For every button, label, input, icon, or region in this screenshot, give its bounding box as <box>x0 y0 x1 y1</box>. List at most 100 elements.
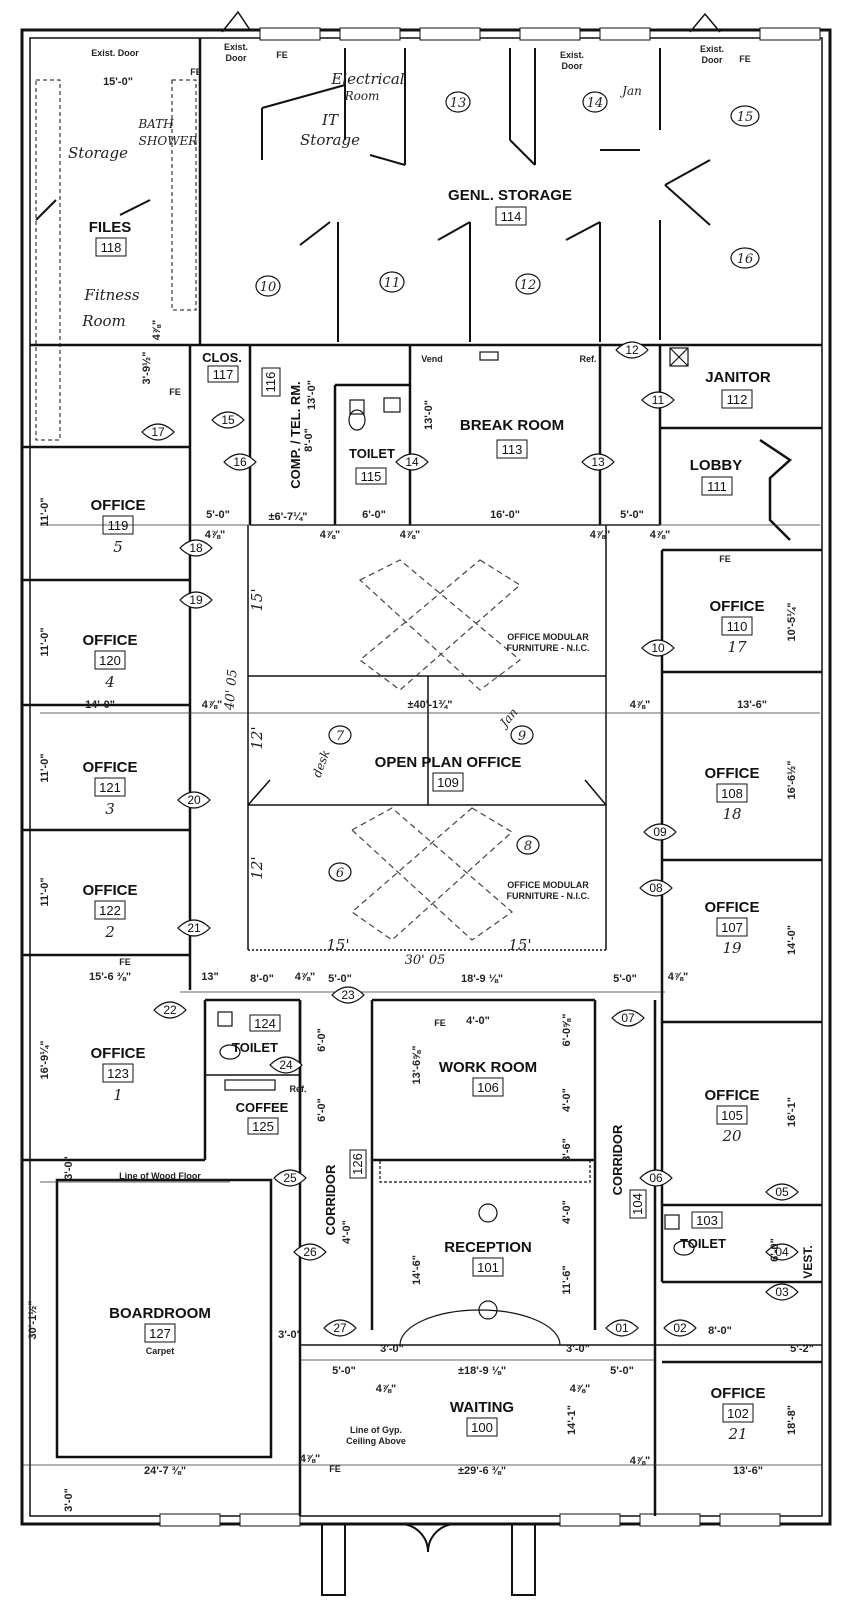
dim-label: 16'-1" <box>786 1097 798 1127</box>
dim-label: 5'-0" <box>328 973 352 985</box>
hand-fifteen: 15' <box>248 588 266 611</box>
dimension-lines <box>22 524 822 1466</box>
room-note: 3 <box>105 800 115 818</box>
room-boardroom: BOARDROOM 127 Carpet <box>109 1305 211 1356</box>
room-number: 117 <box>213 367 234 382</box>
door-tag-shape <box>605 1319 639 1337</box>
hand-electrical: Electrical <box>330 70 404 88</box>
room-name: OPEN PLAN OFFICE <box>375 754 522 771</box>
dim-label: 18'-9 ⅛" <box>461 973 503 985</box>
space-number: 8 <box>524 839 532 854</box>
dim-label: ±29'-6 ⅜" <box>458 1465 506 1477</box>
room-toilet-124: 124 TOILET <box>232 1014 281 1055</box>
room-number: 123 <box>107 1066 129 1081</box>
door-number: 18 <box>189 541 203 555</box>
exist-door-swings <box>221 10 721 33</box>
exist-door-label: Exist. <box>224 42 248 52</box>
room-name: TOILET <box>349 446 395 461</box>
space-number: 11 <box>384 276 401 291</box>
dim-label: 4⅞" <box>630 699 651 711</box>
dim-label: 16'-0" <box>490 509 520 521</box>
dim-label: 4⅞" <box>400 529 421 541</box>
room-break-room: BREAK ROOM 113 <box>460 417 564 459</box>
room-office-123: OFFICE 123 1 <box>91 1045 146 1104</box>
room-number: 120 <box>99 653 121 668</box>
room-office-107: OFFICE 107 19 <box>705 899 760 957</box>
door-tag: 21 <box>177 919 211 937</box>
fe-label: FE <box>276 50 288 60</box>
room-number: 112 <box>727 392 748 407</box>
ref-label: Ref. <box>289 1084 306 1094</box>
room-waiting: WAITING 100 <box>450 1399 514 1437</box>
dim-label: 4⅞" <box>630 1455 651 1467</box>
door-number: 21 <box>187 921 201 935</box>
room-number: 101 <box>477 1260 499 1275</box>
door-number: 27 <box>333 1321 347 1335</box>
space-number: 7 <box>336 729 345 744</box>
room-name: TOILET <box>232 1040 278 1055</box>
door-number: 04 <box>775 1245 789 1259</box>
exist-door-label: Exist. <box>700 44 724 54</box>
room-number: 103 <box>696 1213 718 1228</box>
door-tag: 08 <box>639 879 673 897</box>
room-number: 127 <box>149 1326 171 1341</box>
hand-fifteen: 15' <box>508 936 531 954</box>
door-tag: 15 <box>211 411 245 429</box>
dim-label: 5'-2" <box>790 1343 814 1355</box>
room-name: CLOS. <box>202 350 242 365</box>
dim-label: 4'-0" <box>561 1088 573 1112</box>
room-name: OFFICE <box>83 632 138 649</box>
fe-label: FE <box>329 1464 341 1474</box>
room-name: OFFICE <box>705 765 760 782</box>
door-tag: 16 <box>223 453 257 471</box>
room-name: OFFICE <box>91 1045 146 1062</box>
door-tag-shape <box>177 791 211 809</box>
door-tag: 10 <box>641 639 675 657</box>
windows <box>159 27 821 1527</box>
door-tag-shape <box>581 453 615 471</box>
dim-label: 6'-0⅝" <box>561 1014 573 1047</box>
door-number: 09 <box>653 825 667 839</box>
dim-label: 4⅞" <box>295 971 316 983</box>
room-name: JANITOR <box>705 369 771 386</box>
door-tag-shape <box>395 453 429 471</box>
space-number: 16 <box>737 252 754 267</box>
room-reception: RECEPTION 101 <box>444 1239 532 1277</box>
door-tag-shape <box>323 1319 357 1337</box>
room-name: FILES <box>89 219 132 236</box>
door-number: 15 <box>221 413 235 427</box>
dim-label: 11'-0" <box>39 497 51 526</box>
room-name: COMP. / TEL. RM. <box>288 381 303 488</box>
room-clos: CLOS. 117 <box>202 350 242 383</box>
dimension-labels: 15'-0" 11'-0" 11'-0" 11'-0" 11'-0" 3'-9½… <box>27 76 814 1512</box>
door-number: 07 <box>621 1011 635 1025</box>
corridor-right-label: CORRIDOR <box>610 1124 625 1195</box>
interior-walls <box>22 38 822 1516</box>
door-tag: 06 <box>639 1169 673 1187</box>
room-note: Carpet <box>146 1346 175 1356</box>
dim-label: 8'-0" <box>250 973 274 985</box>
door-number: 02 <box>673 1321 687 1335</box>
hand-storage: Storage <box>68 144 128 162</box>
door-number: 23 <box>341 988 355 1002</box>
door-number: 03 <box>775 1285 789 1299</box>
entrance-vestibule <box>321 1523 536 1596</box>
room-office-119: OFFICE 119 5 <box>91 497 146 556</box>
gyp-ceiling-note: Line of Gyp. <box>350 1425 402 1435</box>
door-tag-shape <box>211 411 245 429</box>
door-tag-shape <box>611 1009 645 1027</box>
room-number: 119 <box>108 518 129 533</box>
dim-label: 4⅞" <box>320 529 341 541</box>
door-number: 10 <box>651 641 665 655</box>
open-plan-grid <box>247 525 607 951</box>
door-tag-shape <box>765 1283 799 1301</box>
dim-label: 11'-6" <box>561 1265 573 1294</box>
room-name: BOARDROOM <box>109 1305 211 1322</box>
door-number: 19 <box>189 593 203 607</box>
door-tag-shape <box>639 1169 673 1187</box>
room-name: BREAK ROOM <box>460 417 564 434</box>
door-tag-shape <box>177 919 211 937</box>
dim-label: 4'-0" <box>341 1220 353 1244</box>
hand-jan: Jan <box>619 84 642 98</box>
dim-label: 14'-1" <box>566 1405 578 1435</box>
